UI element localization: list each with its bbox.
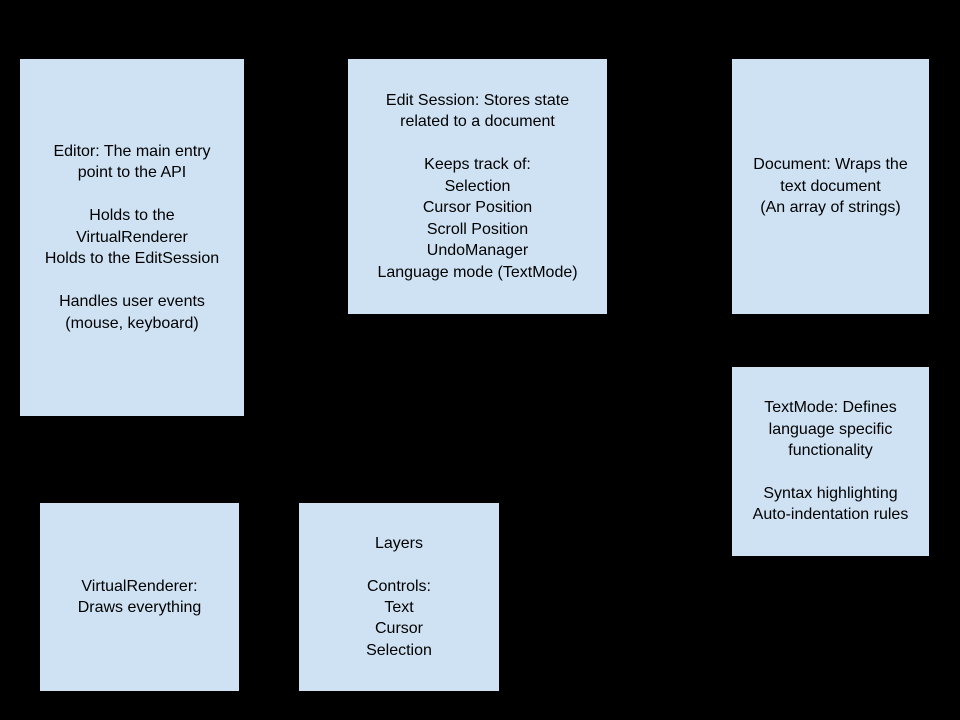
layers-box: Layers Controls: Text Cursor Selection [297,501,501,693]
virtualrenderer-box-text: VirtualRenderer: Draws everything [77,577,202,616]
virtualrenderer-box: VirtualRenderer: Draws everything [38,501,241,693]
textmode-box-text: TextMode: Defines language specific func… [752,399,909,524]
layers-box-text: Layers Controls: Text Cursor Selection [366,534,432,659]
edit-session-box: Edit Session: Stores state related to a … [346,57,609,316]
textmode-box: TextMode: Defines language specific func… [730,365,931,558]
edit-session-box-text: Edit Session: Stores state related to a … [377,92,578,281]
editor-box: Editor: The main entry point to the API … [18,57,246,418]
document-box-text: Document: Wraps the text document (An ar… [753,156,908,217]
document-box: Document: Wraps the text document (An ar… [730,57,931,316]
editor-box-text: Editor: The main entry point to the API … [44,143,220,332]
